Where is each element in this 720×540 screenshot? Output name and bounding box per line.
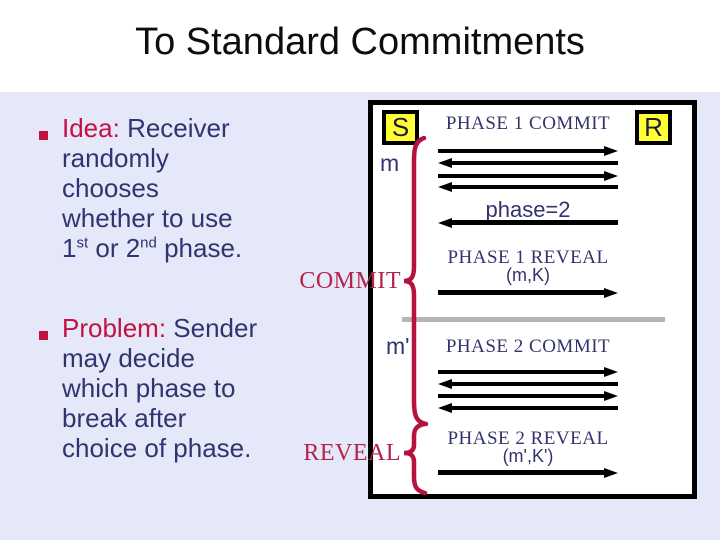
phase2-commit-label: PHASE 2 COMMIT xyxy=(445,336,611,357)
commit-brace-label: COMMIT xyxy=(299,268,401,294)
bullet-problem-line4: break after xyxy=(62,403,187,433)
bullet-idea-label: Idea: xyxy=(62,113,120,143)
bullet-problem-line2: may decide xyxy=(62,343,195,373)
message-m-label: m xyxy=(380,150,400,176)
protocol-diagram-box: S R m PHASE 1 COMMIT phase=2 PHASE 1 REV… xyxy=(368,100,697,499)
phase1-commit-label: PHASE 1 COMMIT xyxy=(445,113,611,134)
phase-choice-arrow-left xyxy=(438,217,618,228)
receiver-label: R xyxy=(644,112,663,142)
phase2-commit-arrow-right-1 xyxy=(438,367,618,377)
phase1-reveal-args: (m,K) xyxy=(506,265,550,285)
phase2-commit-arrow-right-2 xyxy=(438,391,618,401)
sender-label: S xyxy=(391,112,410,142)
phase2-reveal-label: PHASE 2 REVEAL xyxy=(447,428,609,449)
phase1-commit-arrow-right-2 xyxy=(438,171,618,181)
commit-curly-brace-icon xyxy=(403,135,429,427)
ordinal-st: st xyxy=(76,234,89,252)
bullet-idea-line4: whether to use xyxy=(62,203,233,233)
sender-actor-box: S xyxy=(382,110,419,145)
bullet-problem-line1: Sender xyxy=(173,313,258,343)
bullet-idea-line5: 1st or 2nd phase. xyxy=(62,233,243,263)
phase-choice-label: phase=2 xyxy=(485,197,571,222)
bullet-problem-line3: which phase to xyxy=(62,373,236,403)
reveal-brace-label: REVEAL xyxy=(303,440,401,466)
bullet-problem-line5: choice of phase. xyxy=(62,433,252,463)
phase1-reveal-label: PHASE 1 REVEAL xyxy=(447,247,609,268)
phase2-commit-arrow-left-2 xyxy=(438,403,618,413)
phase1-reveal-arrow-right xyxy=(438,287,618,298)
bullet-problem-label: Problem: xyxy=(62,313,167,343)
bullet-idea-line2: randomly xyxy=(62,143,169,173)
phase1-commit-arrow-left-2 xyxy=(438,182,618,192)
phase2-commit-arrow-left-1 xyxy=(438,379,618,389)
reveal-curly-brace-icon xyxy=(403,421,428,495)
receiver-actor-box: R xyxy=(635,110,672,145)
phase1-commit-arrow-right-1 xyxy=(438,146,618,156)
bullet-idea-line1: Receiver xyxy=(127,113,230,143)
phase-divider-line xyxy=(402,317,665,322)
slide-header: To Standard Commitments xyxy=(0,0,720,92)
message-m-prime-label: m' xyxy=(386,333,410,359)
phase2-reveal-arrow-right xyxy=(438,467,618,478)
phase2-reveal-args: (m',K') xyxy=(502,446,554,466)
slide-title: To Standard Commitments xyxy=(135,21,585,63)
bullet-square-icon xyxy=(39,331,48,340)
bullet-idea: Idea: Receiver randomly chooses whether … xyxy=(62,113,322,263)
ordinal-nd: nd xyxy=(140,234,157,252)
bullet-problem: Problem: Sender may decide which phase t… xyxy=(62,313,322,463)
bullet-idea-line3: chooses xyxy=(62,173,159,203)
bullet-square-icon xyxy=(39,131,48,140)
phase1-commit-arrow-left-1 xyxy=(438,158,618,168)
